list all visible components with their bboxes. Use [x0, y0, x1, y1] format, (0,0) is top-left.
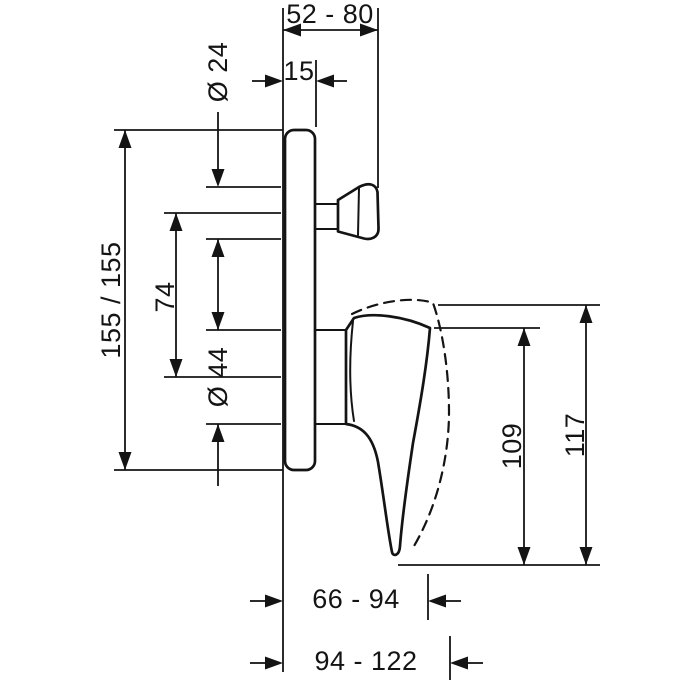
- dim-rosette-diameter: Ø 44: [203, 312, 281, 486]
- dim-plate-offset: 15: [252, 56, 347, 127]
- arrowhead-right-icon: [265, 656, 283, 670]
- arrowhead-left-icon: [428, 594, 446, 608]
- arrowhead-up-icon: [579, 305, 593, 323]
- dim-label: 52 - 80: [286, 0, 374, 29]
- arrowhead-down-icon: [211, 169, 225, 187]
- arrowhead-up-icon: [118, 130, 132, 148]
- dim-reach-outer: 94 - 122: [250, 636, 483, 680]
- arrowhead-right-icon: [265, 594, 283, 608]
- lever-spout: [314, 298, 451, 557]
- arrowhead-down-icon: [211, 312, 225, 330]
- dim-height-outer: 117: [438, 304, 600, 565]
- arrowhead-up-icon: [169, 213, 183, 231]
- dim-label: Ø 24: [203, 42, 233, 103]
- dim-height-inner: 109: [434, 327, 540, 565]
- arrowhead-left-icon: [316, 74, 334, 88]
- dim-handle-diameter: Ø 24: [203, 42, 281, 330]
- wall-plate: [283, 128, 317, 472]
- dim-label: 74: [150, 281, 180, 312]
- arrowhead-down-icon: [579, 547, 593, 565]
- arrowhead-right-icon: [360, 23, 378, 37]
- lever-alt-position-dashed: [350, 298, 451, 548]
- handle-joint-line: [357, 187, 360, 236]
- dim-label: 155 / 155: [96, 241, 126, 358]
- dim-label: 94 - 122: [314, 646, 417, 676]
- dim-spacing: 74: [150, 212, 281, 378]
- wall-plate-outline: [283, 128, 317, 472]
- arrowhead-left-icon: [283, 23, 301, 37]
- dim-label: 66 - 94: [312, 584, 400, 614]
- arrowhead-down-icon: [169, 359, 183, 377]
- dim-label: 109: [497, 423, 527, 470]
- dim-reach-inner: 66 - 94: [250, 574, 461, 620]
- arrowhead-up-icon: [211, 424, 225, 442]
- lever-joint-curve: [349, 320, 355, 422]
- arrowhead-up-icon: [517, 328, 531, 346]
- dim-label: 15: [283, 56, 314, 86]
- lever-body-outline: [344, 313, 432, 557]
- arrowhead-up-icon: [211, 239, 225, 257]
- diverter-handle: [314, 182, 380, 241]
- dim-depth-range: 52 - 80: [283, 0, 379, 188]
- dim-plate-size: 155 / 155: [96, 129, 283, 471]
- arrowhead-right-icon: [265, 74, 283, 88]
- arrowhead-down-icon: [118, 452, 132, 470]
- arrowhead-left-icon: [450, 656, 468, 670]
- dim-label: 117: [560, 413, 590, 458]
- arrowhead-down-icon: [517, 547, 531, 565]
- dim-label: Ø 44: [203, 347, 233, 408]
